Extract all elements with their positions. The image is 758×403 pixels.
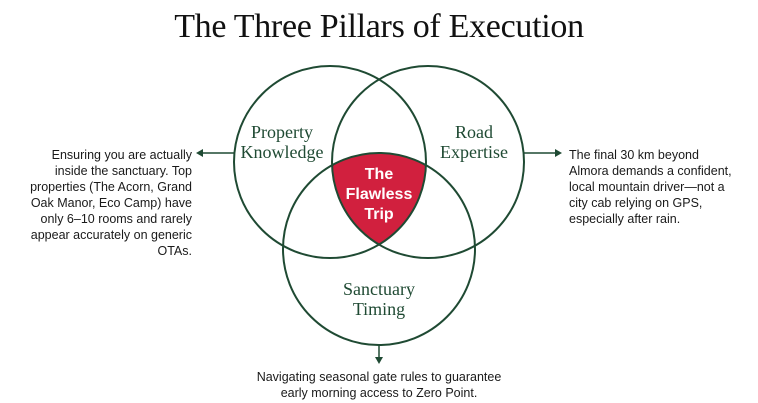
road-label-line1: Road [455, 122, 493, 142]
note-line: Navigating seasonal gate rules to guaran… [256, 370, 502, 384]
note-line: Ensuring you are actually [51, 148, 192, 162]
note-line: OTAs. [157, 244, 193, 258]
note-line: inside the sanctuary. Top [54, 164, 192, 178]
note-line: appear accurately on generic [30, 228, 192, 242]
property-label-line1: Property [251, 122, 313, 142]
left-arrow [196, 149, 234, 157]
note-line: city cab relying on GPS, [569, 196, 703, 210]
note-line: only 6–10 rooms and rarely [40, 212, 192, 226]
note-line: especially after rain. [569, 212, 681, 226]
note-line: local mountain driver—not a [569, 180, 725, 194]
property-knowledge-circle [233, 65, 427, 259]
center-label-line3: Trip [364, 206, 394, 223]
road-expertise-circle [331, 65, 525, 259]
bottom-arrow [375, 345, 383, 364]
note-line: properties (The Acorn, Grand [30, 180, 192, 194]
property-label-line2: Knowledge [241, 142, 324, 162]
center-label-line2: Flawless [346, 186, 413, 203]
note-line: early morning access to Zero Point. [280, 386, 478, 400]
timing-label-line2: Timing [353, 299, 405, 319]
note-line: Almora demands a confident, [569, 164, 732, 178]
road-label-line2: Expertise [440, 142, 508, 162]
property-knowledge-note: Ensuring you are actually inside the san… [20, 147, 192, 259]
center-label-line1: The [365, 166, 394, 183]
note-line: Oak Manor, Eco Camp) have [30, 196, 192, 210]
road-expertise-note: The final 30 km beyond Almora demands a … [569, 147, 741, 227]
page-title: The Three Pillars of Execution [174, 8, 584, 45]
right-arrow [524, 149, 562, 157]
note-line: The final 30 km beyond [569, 148, 699, 162]
sanctuary-timing-note: Navigating seasonal gate rules to guaran… [244, 369, 514, 401]
timing-label-line1: Sanctuary [343, 279, 415, 299]
